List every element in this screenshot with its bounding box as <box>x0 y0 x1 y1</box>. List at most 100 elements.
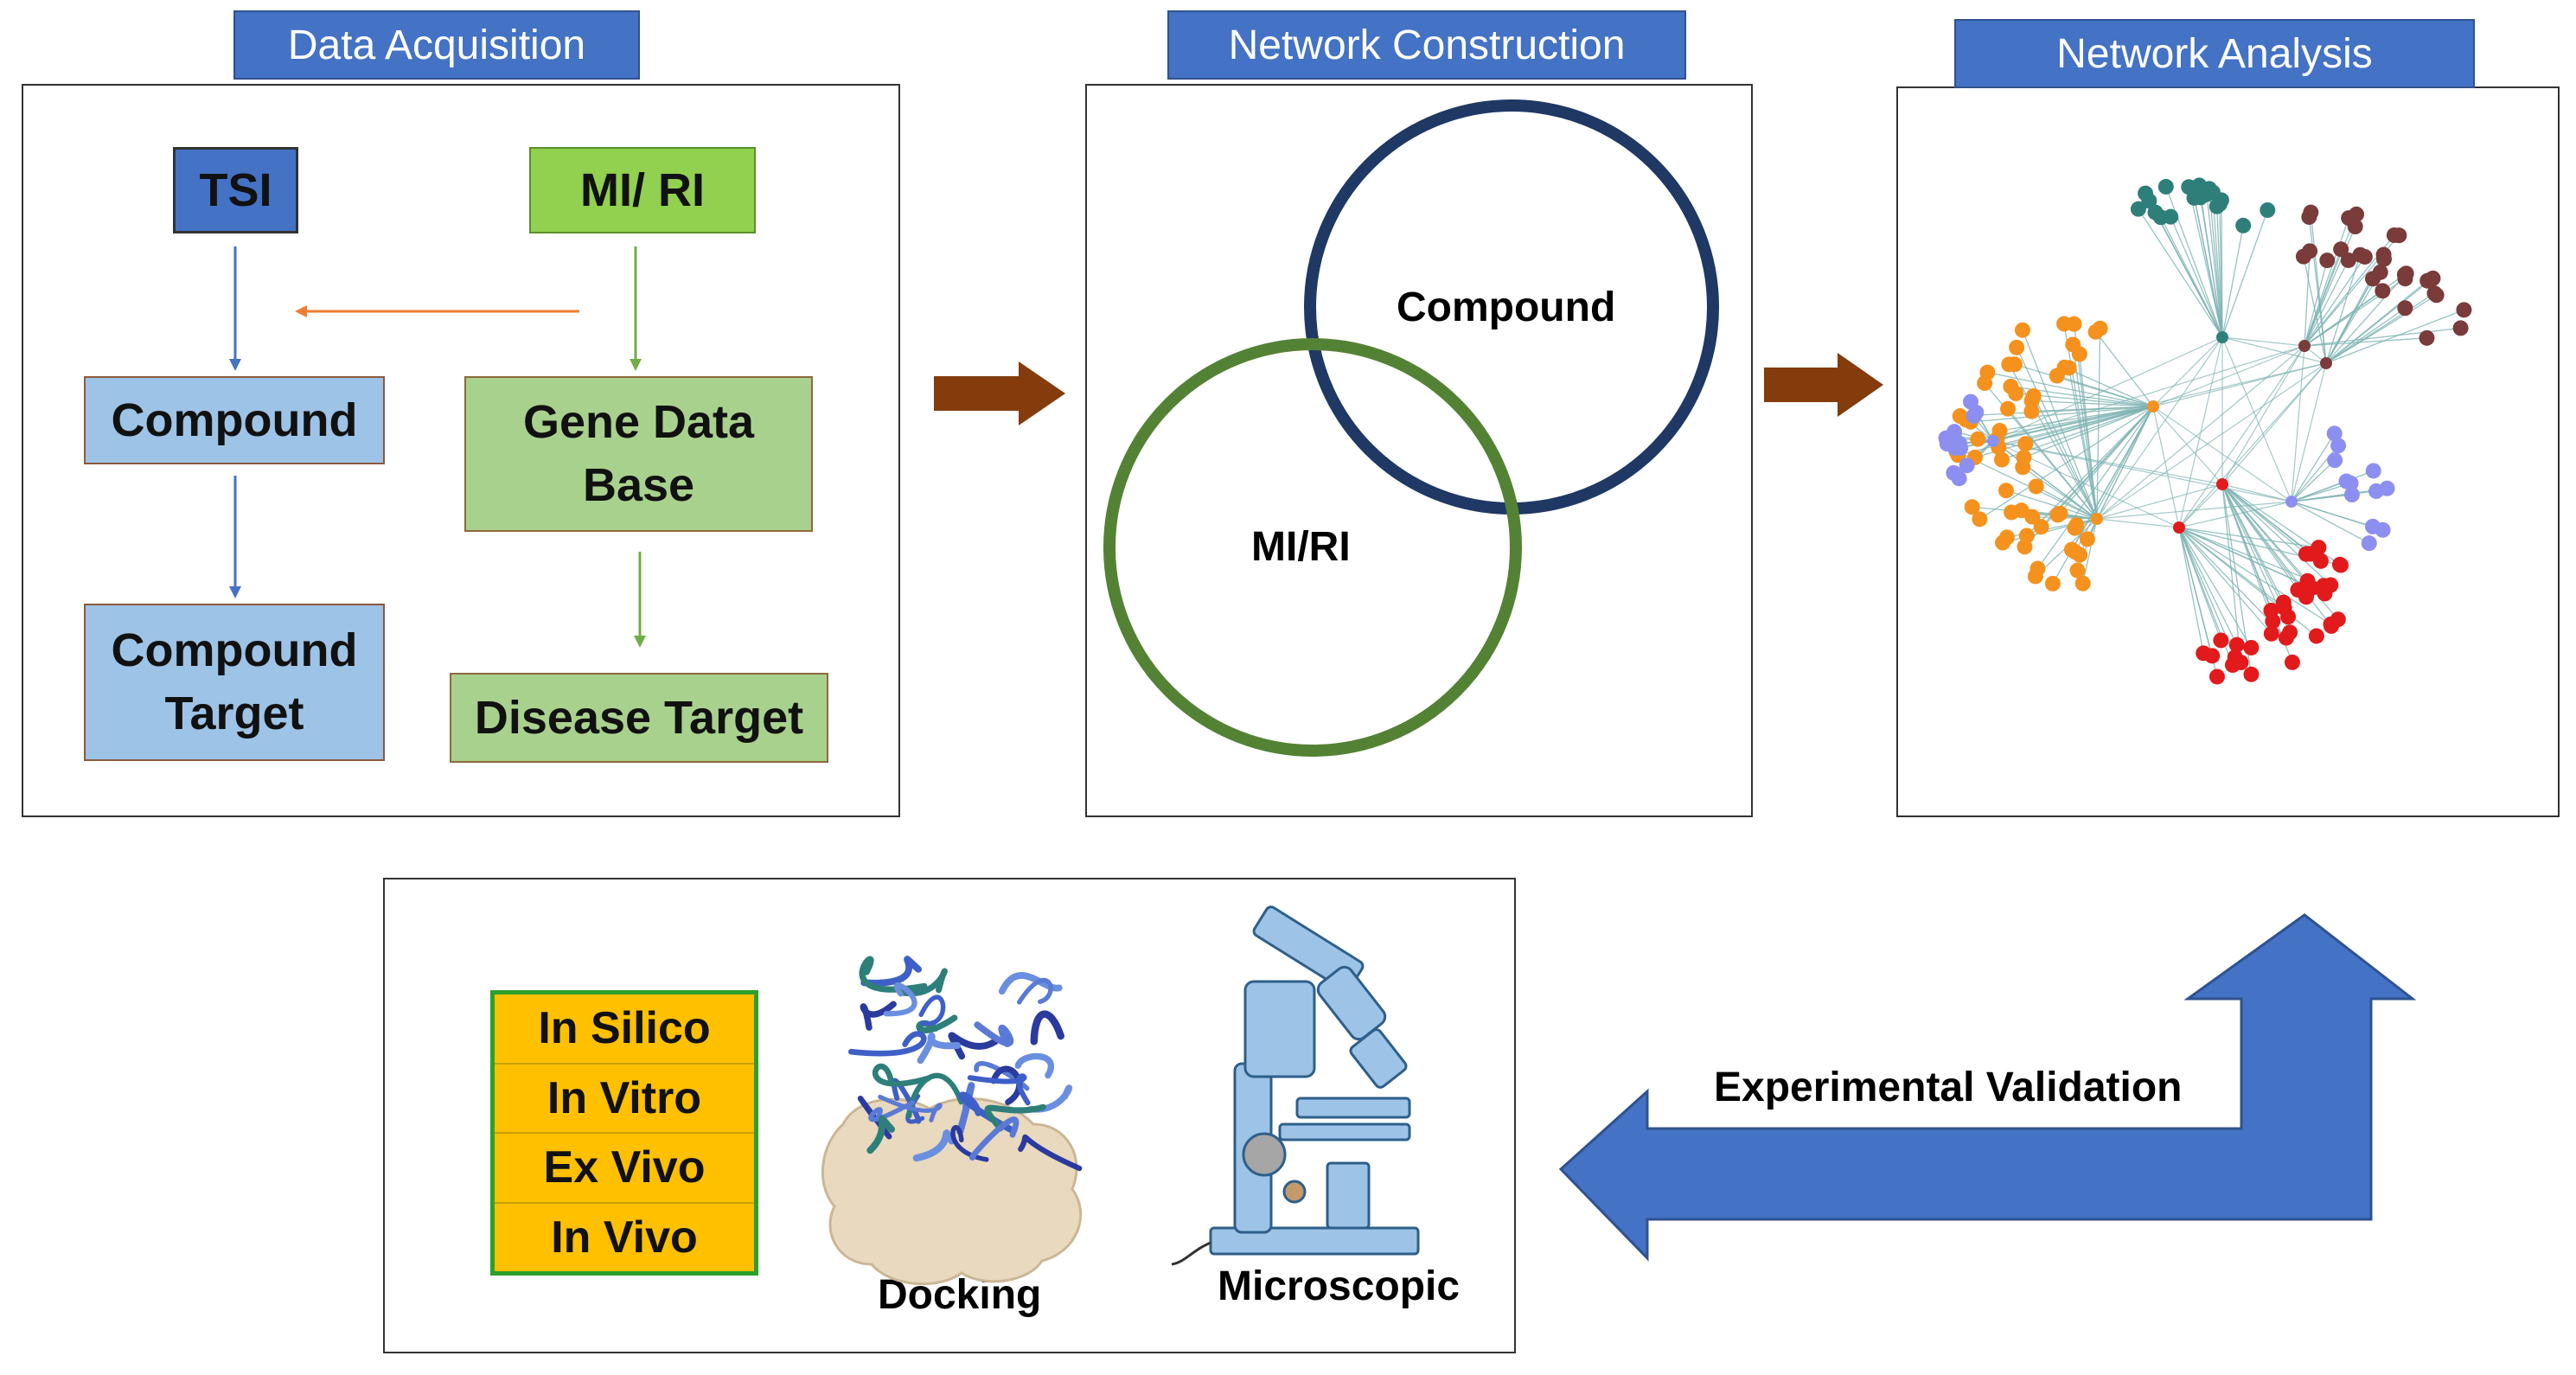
network-edge <box>2325 307 2406 364</box>
network-node <box>2338 473 2355 489</box>
network-node <box>2243 639 2260 656</box>
network-node <box>1998 483 2015 499</box>
network-edge <box>2096 518 2180 528</box>
network-node <box>2426 285 2443 302</box>
network-node <box>2311 540 2327 556</box>
network-node <box>2280 609 2297 625</box>
network-edge <box>2325 278 2433 364</box>
network-node <box>2087 323 2104 340</box>
network-edge <box>2036 485 2098 520</box>
network-node <box>1946 424 1963 440</box>
network-node <box>2227 649 2243 665</box>
disease-target-box: Disease Target <box>450 673 828 763</box>
network-edge <box>2325 254 2362 364</box>
protein-ribbon <box>883 982 917 1017</box>
protein-ribbon <box>918 994 946 1026</box>
network-edge <box>2064 367 2154 407</box>
block-arrow-1 <box>934 361 1065 425</box>
validation-levels-stack: In Silico In Vitro Ex Vivo In Vivo <box>490 990 758 1276</box>
network-edge <box>2022 466 2098 520</box>
network-edge <box>1971 406 2154 423</box>
network-edge <box>2221 362 2327 485</box>
protein-ribbon <box>917 1032 962 1065</box>
network-edge <box>2193 197 2223 338</box>
network-edge <box>1992 336 2223 442</box>
compound-circle <box>1304 99 1719 515</box>
network-node <box>2017 539 2033 555</box>
network-node <box>1977 375 1993 392</box>
microscopic-label: Microscopic <box>1218 1263 1461 1309</box>
network-node <box>2364 518 2381 534</box>
network-node <box>2016 449 2032 465</box>
network-node <box>2056 316 2073 332</box>
network-edge <box>2304 214 2357 347</box>
network-node <box>2163 208 2179 225</box>
network-node <box>2316 578 2332 594</box>
protein-ribbons <box>848 956 1083 1172</box>
network-edge <box>2304 217 2349 347</box>
network-node <box>2235 217 2252 233</box>
network-node <box>2456 302 2472 318</box>
network-hub <box>2173 521 2185 534</box>
network-edge <box>1992 406 2154 442</box>
network-node <box>2052 505 2068 521</box>
network-node <box>1972 511 1988 528</box>
network-edge <box>2178 345 2305 528</box>
network-edge <box>1978 406 2154 440</box>
network-node <box>2365 463 2381 479</box>
network-node <box>2069 562 2086 579</box>
compound-box: Compound <box>84 376 385 464</box>
network-edge <box>2303 256 2327 364</box>
network-edge <box>2178 527 2238 645</box>
network-edge <box>2096 336 2223 520</box>
network-node <box>2347 219 2363 235</box>
protein-ribbon <box>868 1100 916 1122</box>
network-node <box>2330 438 2347 454</box>
network-edge <box>2026 406 2154 536</box>
protein-ribbon <box>859 956 928 993</box>
network-edge <box>2152 345 2305 407</box>
network-edge <box>2178 483 2223 528</box>
network-edge <box>2178 527 2221 641</box>
network-edge <box>2178 527 2272 635</box>
network-edge <box>2304 259 2328 347</box>
network-node <box>1998 529 2015 546</box>
network-edge <box>2005 489 2098 520</box>
network-node <box>1970 431 1986 447</box>
network-edge <box>2152 406 2292 502</box>
network-edge <box>1992 440 2292 502</box>
network-node <box>2186 189 2202 206</box>
network-edge <box>2221 336 2292 502</box>
protein-ribbon <box>984 1103 1046 1132</box>
network-node <box>2044 575 2061 592</box>
network-edge <box>2072 344 2098 520</box>
mi-ri-box: MI/ RI <box>529 147 756 233</box>
network-node <box>1946 464 1962 481</box>
network-edge <box>2221 200 2223 338</box>
network-node <box>2130 201 2146 217</box>
network-edge <box>2074 406 2154 553</box>
network-node <box>2208 668 2225 685</box>
network-node <box>2379 480 2395 496</box>
compound-target-box: Compound Target <box>84 604 385 761</box>
network-node <box>2014 322 2030 338</box>
network-hub <box>2285 496 2298 508</box>
network-node <box>2013 502 2029 519</box>
protein-ribbon <box>1014 1052 1054 1079</box>
network-edge <box>2221 483 2292 502</box>
network-node <box>2326 425 2343 442</box>
tsi-box: TSI <box>173 147 298 233</box>
network-edge <box>2178 527 2324 586</box>
network-node <box>2067 520 2083 536</box>
network-node <box>2008 385 2024 401</box>
network-edge <box>2325 309 2464 364</box>
network-node <box>2312 553 2329 569</box>
network-edge <box>2178 527 2204 654</box>
network-edge <box>2095 331 2154 407</box>
network-edge <box>2291 470 2374 502</box>
network-node <box>2425 270 2441 286</box>
network-node <box>2056 359 2073 375</box>
network-edge <box>2221 336 2305 347</box>
network-edge <box>2291 345 2305 502</box>
